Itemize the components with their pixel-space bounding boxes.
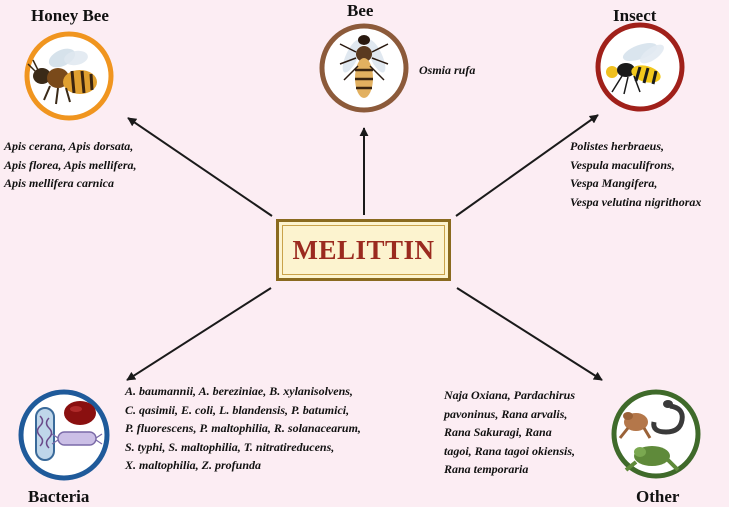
center-label: MELITTIN bbox=[292, 234, 435, 265]
honey-bee-species-list: Apis cerana, Apis dorsata, Apis florea, … bbox=[4, 137, 137, 193]
species-line: A. baumannii, A. bereziniae, B. xylaniso… bbox=[125, 384, 353, 398]
species-line: Vespula maculifrons, bbox=[570, 157, 675, 172]
other-title: Other bbox=[636, 487, 680, 506]
species-line: Vespa Mangifera, bbox=[570, 176, 658, 190]
species-line: S. typhi, S. maltophilia, T. nitratiredu… bbox=[125, 439, 335, 454]
other-species-list: Naja Oxiana, Pardachirus pavoninus, Rana… bbox=[444, 386, 575, 479]
species-line: Osmia rufa bbox=[419, 63, 476, 77]
honey-bee-icon bbox=[24, 31, 114, 121]
species-line: Rana Sakuragi, Rana bbox=[444, 425, 552, 439]
bacteria-species-list: A. baumannii, A. bereziniae, B. xylaniso… bbox=[125, 382, 361, 475]
wasp-icon bbox=[595, 22, 685, 112]
species-line: Vespa velutina nigrithorax bbox=[570, 194, 702, 209]
species-line: tagoi, Rana tagoi okiensis, bbox=[444, 443, 576, 458]
snake-and-frogs-icon bbox=[611, 389, 701, 479]
species-line: Apis mellifera carnica bbox=[4, 176, 114, 190]
center-inner-border bbox=[282, 225, 445, 275]
bacteria-icon bbox=[18, 389, 110, 481]
species-line: Rana temporaria bbox=[444, 462, 529, 476]
arrow-to-honey-bee bbox=[127, 117, 273, 217]
species-line: C. qasimii, E. coli, L. blandensis, P. b… bbox=[125, 402, 350, 417]
species-line: Naja Oxiana, Pardachirus bbox=[444, 388, 576, 402]
bee-icon bbox=[319, 23, 409, 113]
arrow-to-insect bbox=[455, 114, 599, 217]
species-line: Apis cerana, Apis dorsata, bbox=[4, 139, 134, 153]
species-line: P. fluorescens, P. maltophilia, R. solan… bbox=[125, 421, 361, 435]
insect-species-list: Polistes herbraeus, Vespula maculifrons,… bbox=[570, 137, 701, 211]
arrow-to-bacteria bbox=[126, 287, 272, 381]
bacteria-title: Bacteria bbox=[28, 487, 90, 506]
bee-title: Bee bbox=[347, 1, 374, 20]
melittin-center-node: MELITTIN bbox=[276, 219, 451, 281]
arrow-to-other bbox=[456, 287, 603, 381]
species-line: pavoninus, Rana arvalis, bbox=[444, 406, 568, 421]
bee-species-list: Osmia rufa bbox=[419, 61, 475, 80]
species-line: Polistes herbraeus, bbox=[570, 139, 665, 153]
species-line: X. maltophilia, Z. profunda bbox=[125, 458, 262, 472]
honey-bee-title: Honey Bee bbox=[31, 6, 109, 25]
species-line: Apis florea, Apis mellifera, bbox=[4, 157, 137, 172]
insect-title: Insect bbox=[613, 6, 657, 25]
